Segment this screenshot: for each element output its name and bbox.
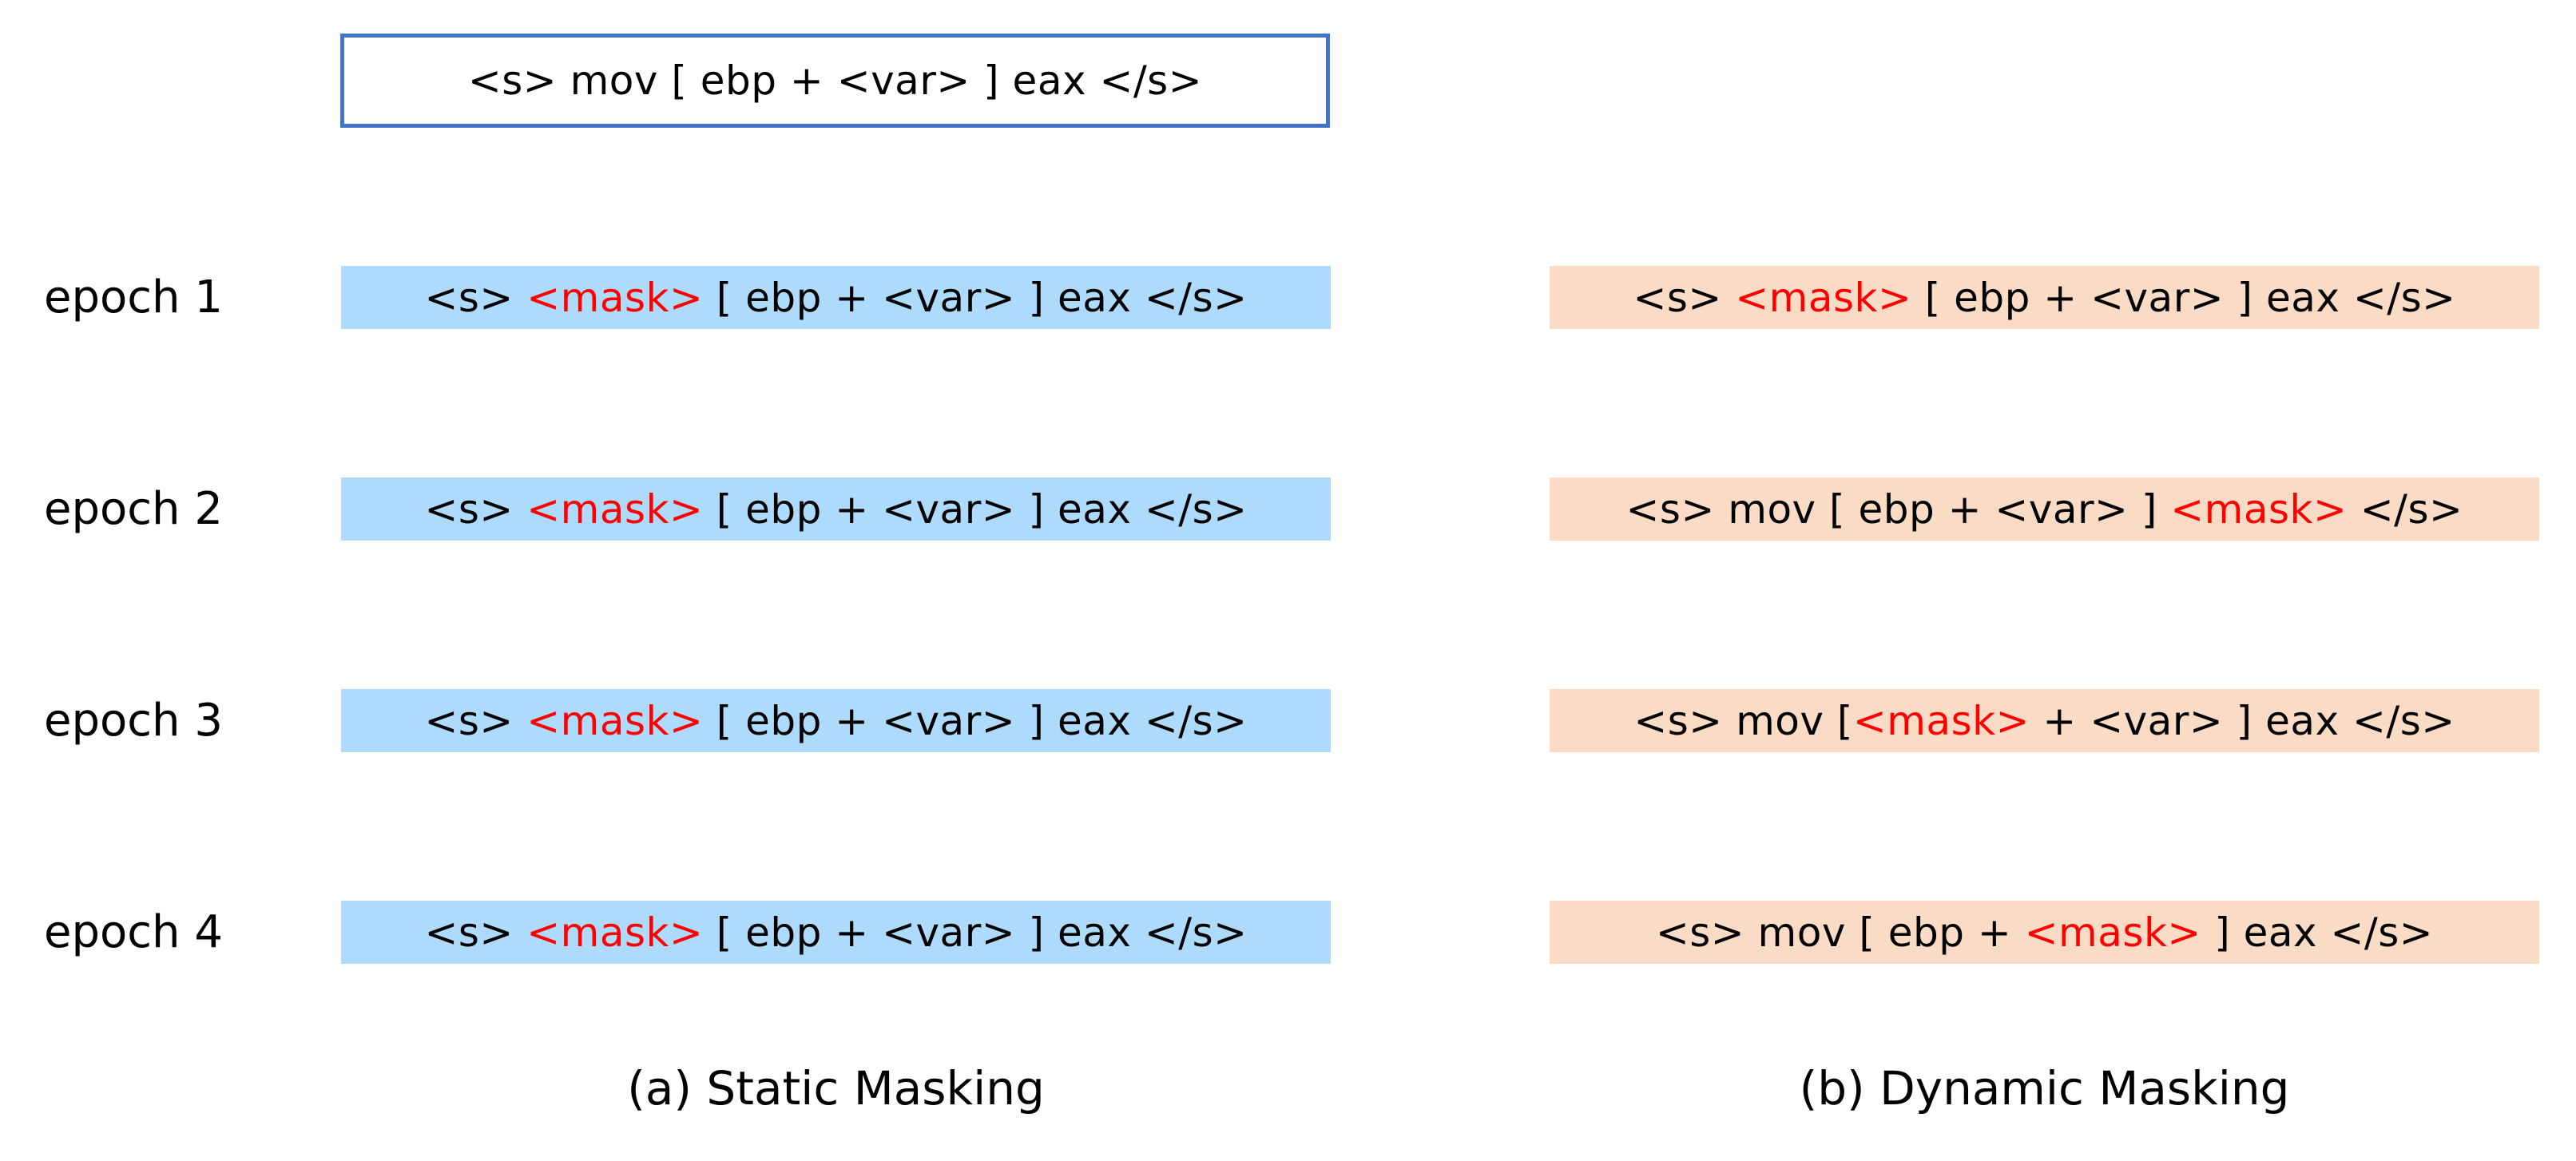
original-input-sequence-box: <s> mov [ ebp + <var> ] eax </s>	[340, 34, 1330, 128]
dynamic-epoch-2-sequence: <s> mov [ ebp + <var> ] <mask> </s>	[1626, 489, 2463, 529]
token-text: <s> mov [ ebp +	[1655, 909, 2025, 956]
static-epoch-1-sequence: <s> <mask> [ ebp + <var> ] eax </s>	[424, 278, 1247, 318]
token-text: + <var> ] eax </s>	[2030, 697, 2455, 744]
static-epoch-1-row: <s> <mask> [ ebp + <var> ] eax </s>	[341, 266, 1331, 329]
epoch-label-2: epoch 2	[44, 483, 223, 535]
token-text: <s>	[424, 909, 527, 956]
token-text: <s>	[424, 485, 527, 533]
token-text: <s>	[1633, 274, 1736, 321]
dynamic-epoch-1-row: <s> <mask> [ ebp + <var> ] eax </s>	[1550, 266, 2539, 329]
static-epoch-2-row: <s> <mask> [ ebp + <var> ] eax </s>	[341, 477, 1331, 541]
static-epoch-3-row: <s> <mask> [ ebp + <var> ] eax </s>	[341, 689, 1331, 752]
token-text: <s>	[424, 697, 527, 744]
static-epoch-3-sequence: <s> <mask> [ ebp + <var> ] eax </s>	[424, 701, 1247, 741]
token-text: <s>	[424, 274, 527, 321]
static-epoch-4-sequence: <s> <mask> [ ebp + <var> ] eax </s>	[424, 913, 1247, 953]
token-text: <s> mov [ ebp + <var> ]	[1625, 485, 2171, 533]
mask-token: <mask>	[526, 697, 704, 744]
token-text: ] eax </s>	[2201, 909, 2434, 956]
token-text: [ ebp + <var> ] eax </s>	[1911, 274, 2456, 321]
dynamic-epoch-3-row: <s> mov [<mask> + <var> ] eax </s>	[1550, 689, 2539, 752]
mask-token: <mask>	[526, 485, 704, 533]
static-masking-caption: (a) Static Masking	[627, 1061, 1045, 1115]
token-text: <s> mov [	[1633, 697, 1853, 744]
dynamic-epoch-4-row: <s> mov [ ebp + <mask> ] eax </s>	[1550, 901, 2539, 964]
mask-token: <mask>	[2024, 909, 2201, 956]
epoch-label-4: epoch 4	[44, 906, 223, 958]
epoch-label-3: epoch 3	[44, 695, 223, 747]
dynamic-masking-caption: (b) Dynamic Masking	[1799, 1061, 2290, 1115]
dynamic-epoch-4-sequence: <s> mov [ ebp + <mask> ] eax </s>	[1656, 913, 2433, 953]
token-text: [ ebp + <var> ] eax </s>	[703, 697, 1248, 744]
epoch-label-1: epoch 1	[44, 271, 223, 323]
static-epoch-4-row: <s> <mask> [ ebp + <var> ] eax </s>	[341, 901, 1331, 964]
token-text: [ ebp + <var> ] eax </s>	[703, 485, 1248, 533]
token-text: [ ebp + <var> ] eax </s>	[703, 909, 1248, 956]
mask-token: <mask>	[526, 909, 704, 956]
mask-token: <mask>	[1852, 697, 2030, 744]
dynamic-epoch-2-row: <s> mov [ ebp + <var> ] <mask> </s>	[1550, 477, 2539, 541]
mask-token: <mask>	[526, 274, 704, 321]
mask-token: <mask>	[2170, 485, 2348, 533]
dynamic-epoch-3-sequence: <s> mov [<mask> + <var> ] eax </s>	[1633, 701, 2455, 741]
dynamic-epoch-1-sequence: <s> <mask> [ ebp + <var> ] eax </s>	[1633, 278, 2455, 318]
mask-token: <mask>	[1735, 274, 1912, 321]
token-text: </s>	[2347, 485, 2463, 533]
original-input-sequence-text: <s> mov [ ebp + <var> ] eax </s>	[468, 61, 1202, 101]
token-text: <s> mov [ ebp + <var> ] eax </s>	[467, 57, 1203, 104]
static-epoch-2-sequence: <s> <mask> [ ebp + <var> ] eax </s>	[424, 489, 1247, 529]
token-text: [ ebp + <var> ] eax </s>	[703, 274, 1248, 321]
